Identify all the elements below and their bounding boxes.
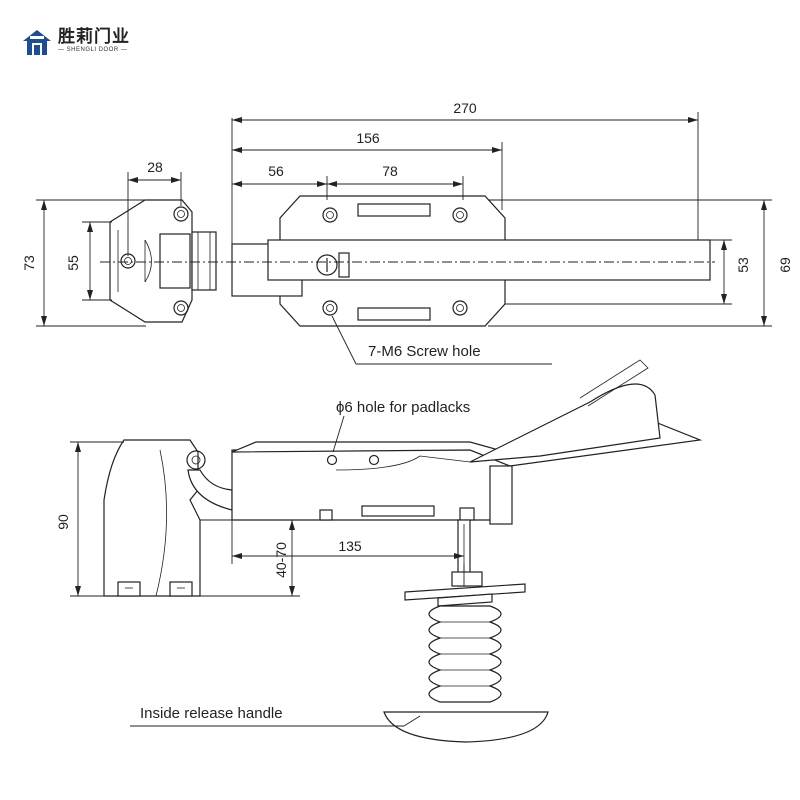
dim-69: 69 [777,257,793,273]
brand-name-en: — SHENGLI DOOR — [58,47,128,53]
dim-56: 56 [268,163,284,179]
release-plunger [383,519,549,743]
side-dimensions: 90 135 40-70 [55,441,465,597]
side-view: 90 135 40-70 ϕ6 hole for padlacks Inside… [55,359,703,743]
hinge-bracket [109,199,217,323]
dim-73: 73 [21,255,37,271]
hinge-block [103,439,233,597]
latch-side-body [231,359,703,525]
screw-hole-callout: 7-M6 Screw hole [331,315,552,365]
dim-78: 78 [382,163,398,179]
dim-40-70: 40-70 [273,542,289,578]
house-logo-icon [23,30,51,55]
padlock-hole-label: ϕ6 hole for padlacks [336,399,470,416]
dim-53: 53 [735,257,751,273]
release-callout: Inside release handle [130,705,421,727]
release-handle-label: Inside release handle [140,705,283,722]
brand-name-cn: 胜莉门业 [58,27,130,47]
padlock-callout: ϕ6 hole for padlacks [332,399,470,453]
dim-156: 156 [356,130,380,146]
dim-135: 135 [338,538,362,554]
top-view: 270 156 56 78 28 [21,100,793,365]
release-knob [383,711,549,743]
top-dimensions: 270 156 56 78 28 [21,100,793,327]
brand-text: 胜莉门业 — SHENGLI DOOR — [58,28,130,55]
dim-55: 55 [65,255,81,271]
brand-logo: 胜莉门业 — SHENGLI DOOR — [22,28,130,58]
screw-hole-label: 7-M6 Screw hole [368,343,481,360]
dim-28: 28 [147,159,163,175]
dim-90: 90 [55,514,71,530]
lock-cylinder-icon [316,254,338,276]
bellows [428,605,502,703]
latch-body [231,195,711,327]
dim-270: 270 [453,100,477,116]
